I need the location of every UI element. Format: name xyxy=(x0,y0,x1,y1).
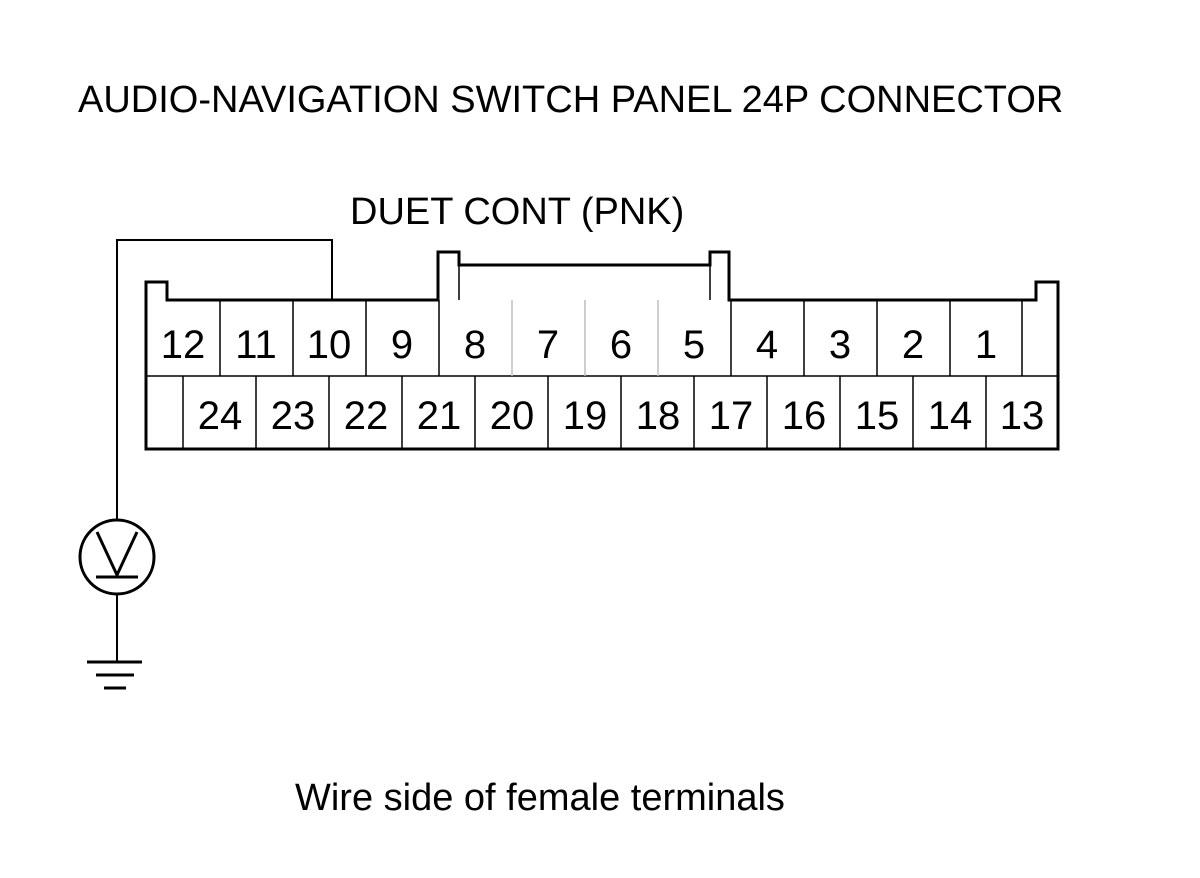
wire-label: DUET CONT (PNK) xyxy=(350,191,684,233)
top-row-dividers xyxy=(219,300,1023,376)
terminal-10: 10 xyxy=(307,323,352,367)
probe-wire xyxy=(116,239,333,520)
terminal-24: 24 xyxy=(198,394,243,438)
terminal-2: 2 xyxy=(902,323,924,367)
terminal-3: 3 xyxy=(829,323,851,367)
terminal-4: 4 xyxy=(756,323,778,367)
terminal-18: 18 xyxy=(636,394,681,438)
terminal-11: 11 xyxy=(235,323,277,367)
diagram-title: AUDIO-NAVIGATION SWITCH PANEL 24P CONNEC… xyxy=(78,79,1063,121)
top-row-labels: 12 11 10 9 8 7 6 5 4 3 2 1 xyxy=(161,323,997,367)
terminal-12: 12 xyxy=(161,323,206,367)
terminal-17: 17 xyxy=(709,394,754,438)
terminal-9: 9 xyxy=(391,323,413,367)
terminal-7: 7 xyxy=(537,323,559,367)
bottom-row-labels: 24 23 22 21 20 19 18 17 16 15 14 13 xyxy=(198,394,1045,438)
terminal-5: 5 xyxy=(683,323,705,367)
terminal-14: 14 xyxy=(928,394,973,438)
terminal-8: 8 xyxy=(464,323,486,367)
terminal-1: 1 xyxy=(975,323,997,367)
voltmeter-icon xyxy=(78,518,156,596)
terminal-6: 6 xyxy=(610,323,632,367)
bottom-row-dividers xyxy=(182,376,987,449)
terminal-16: 16 xyxy=(782,394,827,438)
view-caption: Wire side of female terminals xyxy=(295,777,785,819)
terminal-22: 22 xyxy=(344,394,389,438)
ground-icon xyxy=(87,660,142,690)
terminal-15: 15 xyxy=(855,394,900,438)
terminal-23: 23 xyxy=(271,394,316,438)
terminal-20: 20 xyxy=(490,394,535,438)
terminal-13: 13 xyxy=(1000,394,1045,438)
terminal-19: 19 xyxy=(563,394,608,438)
terminal-21: 21 xyxy=(417,394,462,438)
